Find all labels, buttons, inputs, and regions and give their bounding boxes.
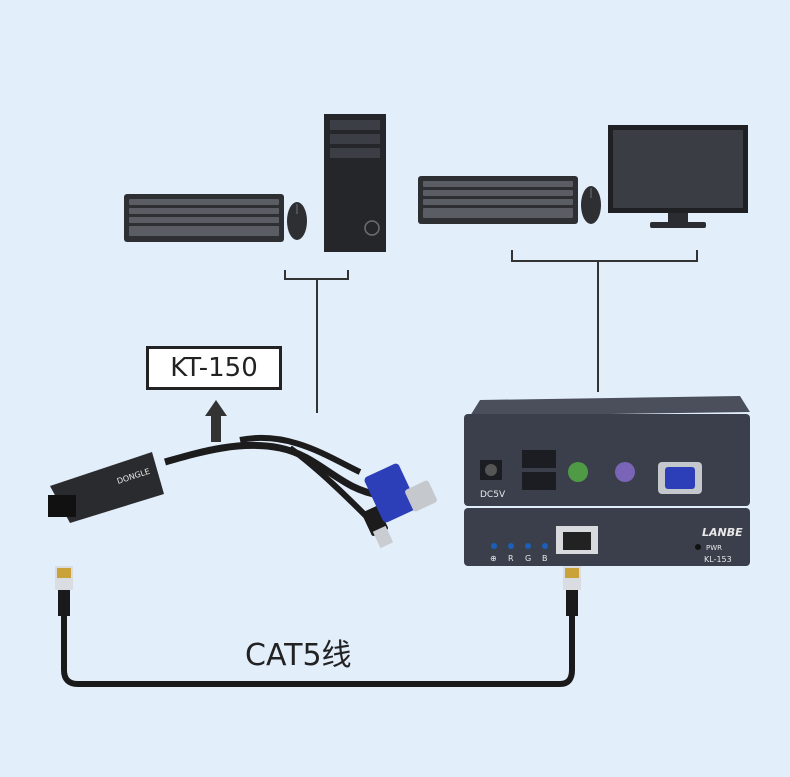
vga-plug-icon [364, 463, 437, 523]
led-label-3: B [542, 554, 548, 563]
usb-plug-icon [362, 506, 394, 549]
brand-label: LANBE [702, 526, 743, 539]
mouse-right-icon [581, 186, 601, 224]
cat5-cable [55, 566, 581, 687]
pwr-label: PWR [706, 544, 722, 552]
dc5v-label: DC5V [480, 490, 506, 500]
up-arrow-icon [205, 400, 227, 442]
led-label-1: R [508, 554, 514, 563]
kvm-extender-icon: DC5V ⊕ R G B LANBE PWR KL-153 [464, 396, 750, 566]
ps2-purple-port [615, 462, 635, 482]
led-label-0: ⊕ [490, 554, 497, 563]
tower-pc-icon [324, 114, 386, 252]
led-label-2: G [525, 554, 531, 563]
ps2-green-port [568, 462, 588, 482]
kvm-dongle-icon: DONGLE [48, 434, 381, 523]
mouse-left-icon [287, 202, 307, 240]
connection-lines [284, 250, 698, 413]
model-label: KL-153 [704, 555, 732, 564]
keyboard-left-icon [124, 194, 284, 242]
adapter-label-box: KT-150 [146, 346, 282, 390]
keyboard-right-icon [418, 176, 578, 224]
monitor-icon [608, 125, 748, 228]
cable-label: CAT5线 [245, 638, 352, 673]
vga-port [665, 467, 695, 489]
